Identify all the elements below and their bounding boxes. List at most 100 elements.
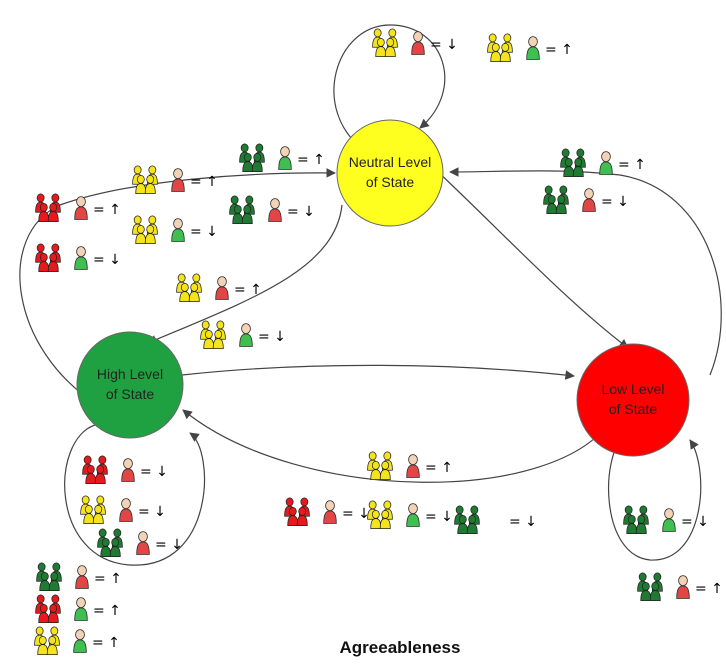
red-group-icon [35, 193, 61, 223]
red-group-icon [284, 497, 310, 527]
yellow-group-icon [372, 28, 398, 58]
edge-low-to-high [182, 409, 613, 483]
state-neutral-circle [336, 119, 444, 227]
red-person-icon [406, 454, 420, 478]
rule-neutral_self-0: = ↓ [372, 28, 458, 58]
rule-to_neutral_from_high-2: = ↑ [239, 143, 325, 173]
state-low-label-2: of State [609, 401, 657, 417]
green-group-icon [229, 195, 255, 225]
green-group-icon [560, 148, 586, 178]
green-group-icon [454, 505, 480, 535]
state-low-label-1: Low Level [601, 381, 664, 397]
red-person-icon [676, 575, 690, 599]
rule-low_to_neutral-0: = ↑ [560, 148, 646, 178]
red-person-icon [215, 276, 229, 300]
rule-effect-text: = ↓ [190, 224, 218, 240]
red-person-icon [75, 565, 89, 589]
state-neutral-label-1: Neutral Level [349, 154, 432, 170]
rule-effect-text: = ↑ [425, 460, 453, 476]
red-group-icon [35, 594, 61, 624]
yellow-group-icon [487, 33, 513, 63]
state-low: Low Level of State [576, 343, 690, 457]
state-high: High Level of State [76, 331, 184, 439]
rule-high_self-0: = ↓ [82, 455, 168, 485]
rule-effect-text: = ↓ [93, 252, 121, 268]
green-group-icon [36, 562, 62, 592]
rule-to_neutral_from_high-0: = ↑ [35, 193, 121, 223]
rule-low_to_high_row-1: = ↓ [367, 500, 453, 530]
green-group-icon [239, 143, 265, 173]
red-person-icon [119, 498, 133, 522]
rule-effect-text: = ↑ [190, 174, 218, 190]
green-person-icon [662, 508, 676, 532]
rule-low_to_high_row-0: = ↓ [284, 497, 370, 527]
edge-low-self-loop [608, 434, 702, 561]
yellow-group-icon [132, 215, 158, 245]
edge-neutral-to-high [147, 204, 343, 345]
rule-neutral_self-1: = ↑ [487, 33, 573, 63]
rule-high_bottom-2: = ↑ [34, 626, 120, 656]
rule-effect-text: = ↑ [297, 152, 325, 168]
yellow-group-icon [80, 495, 106, 525]
rule-low_bottom-0: = ↑ [637, 572, 723, 602]
red-person-icon [411, 31, 425, 55]
red-person-icon [268, 198, 282, 222]
rule-low_to_high-0: = ↑ [367, 451, 453, 481]
rule-effect-text: = ↓ [138, 504, 166, 520]
rule-effect-text: = ↑ [93, 202, 121, 218]
yellow-group-icon [132, 165, 158, 195]
rule-effect-text: = ↑ [618, 157, 646, 173]
red-person-icon [121, 458, 135, 482]
rule-low_to_high_row-2: = ↓ [454, 505, 537, 535]
green-group-icon [97, 528, 123, 558]
rule-effect-text: = ↑ [234, 282, 262, 298]
yellow-group-icon [176, 273, 202, 303]
rule-effect-text: = ↓ [425, 509, 453, 525]
green-person-icon [526, 36, 540, 60]
rule-effect-text: = ↑ [92, 635, 120, 651]
rule-high_bottom-1: = ↑ [35, 594, 121, 624]
edge-high-self-loop [64, 424, 206, 566]
green-person-icon [406, 503, 420, 527]
rule-high_bottom-0: = ↑ [36, 562, 122, 592]
rule-high_self-2: = ↓ [97, 528, 183, 558]
rule-effect-text: = ↓ [342, 506, 370, 522]
rule-effect-text: = ↓ [140, 464, 168, 480]
green-person-icon [599, 151, 613, 175]
yellow-group-icon [367, 451, 393, 481]
red-group-icon [35, 243, 61, 273]
rule-effect-text: = ↓ [601, 194, 629, 210]
edge-low-to-neutral [449, 167, 722, 376]
rule-to_neutral_from_high-5: = ↓ [229, 195, 315, 225]
rule-low_to_neutral-1: = ↓ [543, 185, 629, 215]
green-person-icon [73, 629, 87, 653]
rule-effect-text: = ↑ [545, 42, 573, 58]
rule-effect-text: = ↓ [258, 329, 286, 345]
rule-to_neutral_from_high-1: = ↑ [132, 165, 218, 195]
green-group-icon [623, 505, 649, 535]
edge-neutral-to-low [435, 169, 629, 349]
rule-effect-text: = ↓ [287, 204, 315, 220]
rule-high_self-1: = ↓ [80, 495, 166, 525]
rule-neutral_to_high-1: = ↓ [200, 320, 286, 350]
red-person-icon [582, 188, 596, 212]
state-high-circle [76, 331, 184, 439]
rule-to_neutral_from_high-3: = ↓ [35, 243, 121, 273]
rule-effect-text: = ↓ [681, 514, 709, 530]
edge-neutral-self-loop [333, 24, 446, 151]
state-high-label-2: of State [106, 386, 154, 402]
state-neutral-label-2: of State [366, 174, 414, 190]
state-low-circle [576, 343, 690, 457]
state-neutral: Neutral Level of State [336, 119, 444, 227]
yellow-group-icon [200, 320, 226, 350]
green-group-icon [637, 572, 663, 602]
rule-low_self-0: = ↓ [623, 505, 709, 535]
red-person-icon [323, 500, 337, 524]
red-group-icon [82, 455, 108, 485]
edges [19, 24, 722, 566]
edge-high-to-neutral [19, 168, 336, 406]
rule-effect-text: = ↑ [94, 571, 122, 587]
rule-effect-text: = ↓ [155, 537, 183, 553]
red-person-icon [74, 196, 88, 220]
